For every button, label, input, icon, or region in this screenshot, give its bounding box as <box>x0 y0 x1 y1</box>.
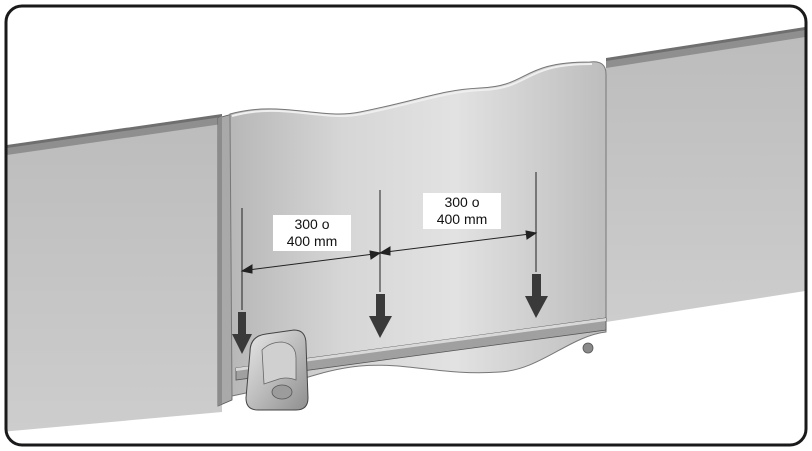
gear-rack-rail <box>235 317 607 381</box>
left-wall <box>6 114 222 432</box>
dimension-line-2 <box>378 230 538 256</box>
dimension-label-2-line2: 400 mm <box>436 211 488 227</box>
diagram-frame <box>4 4 808 447</box>
dimension-label-1: 300 o 400 mm <box>273 215 351 251</box>
gate-motor-unit <box>245 329 309 411</box>
arrow-down-icon-right <box>525 274 548 318</box>
dimension-label-1-line1: 300 o <box>294 216 330 232</box>
reference-lines <box>241 172 537 310</box>
dimension-label-1-line2: 400 mm <box>286 233 338 249</box>
dimension-label-2-line1: 300 o <box>444 194 480 210</box>
dimension-line-1 <box>240 250 382 274</box>
arrow-down-icon-left <box>232 312 252 354</box>
dimension-label-2: 300 o 400 mm <box>423 193 501 229</box>
gate-post <box>217 113 233 407</box>
sliding-gate-panel <box>229 61 607 397</box>
right-wall <box>606 26 806 322</box>
arrow-down-icon-middle <box>369 294 392 338</box>
